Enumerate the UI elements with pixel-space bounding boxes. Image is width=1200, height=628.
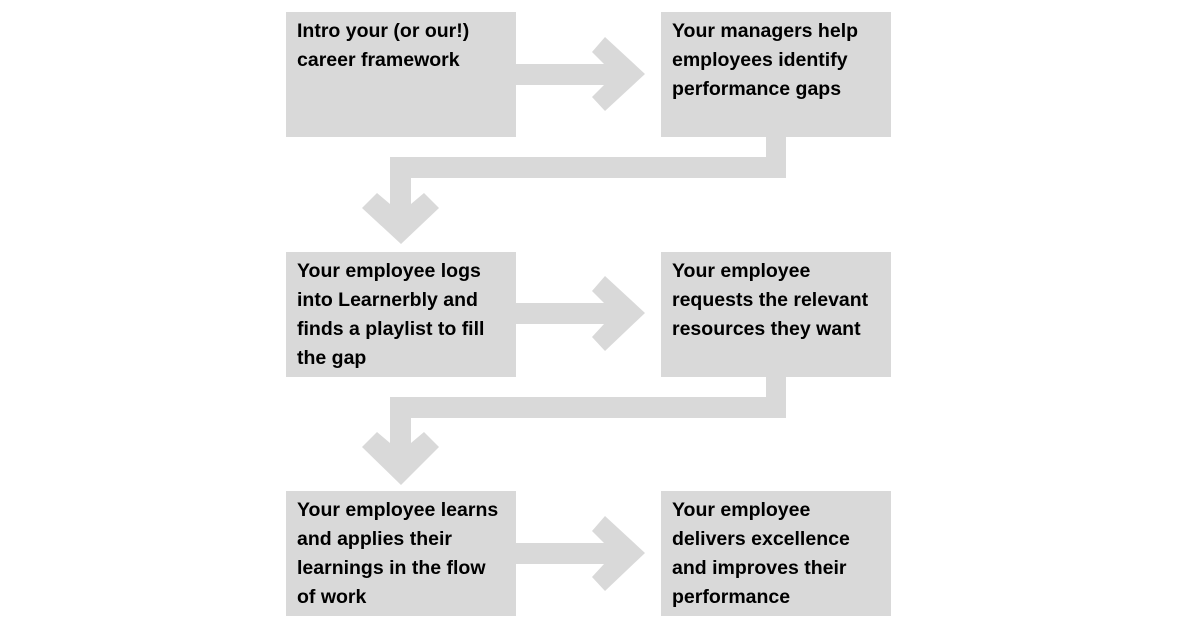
step-4-box: Your employee requests the relevant reso…: [661, 252, 891, 377]
step-2-box: Your managers help employees identify pe…: [661, 12, 891, 137]
step-4-label: Your employee requests the relevant reso…: [672, 260, 869, 340]
step-1-label: Intro your (or our!) career framework: [297, 20, 470, 71]
elbow-arrow-step-4-to-5: [362, 376, 786, 485]
step-3-label: Your employee logs into Learnerbly and f…: [297, 260, 485, 369]
step-5-box: Your employee learns and applies their l…: [286, 491, 516, 616]
step-5-label: Your employee learns and applies their l…: [297, 499, 499, 608]
step-2-label: Your managers help employees identify pe…: [672, 20, 859, 100]
step-6-box: Your employee delivers excellence and im…: [661, 491, 891, 616]
step-3-box: Your employee logs into Learnerbly and f…: [286, 252, 516, 377]
step-6-label: Your employee delivers excellence and im…: [672, 499, 850, 608]
arrow-step-3-to-4: [516, 276, 645, 351]
step-1-box: Intro your (or our!) career framework: [286, 12, 516, 137]
elbow-arrow-step-2-to-3: [362, 137, 786, 244]
arrow-step-5-to-6: [516, 516, 645, 591]
arrow-step-1-to-2: [516, 37, 645, 111]
